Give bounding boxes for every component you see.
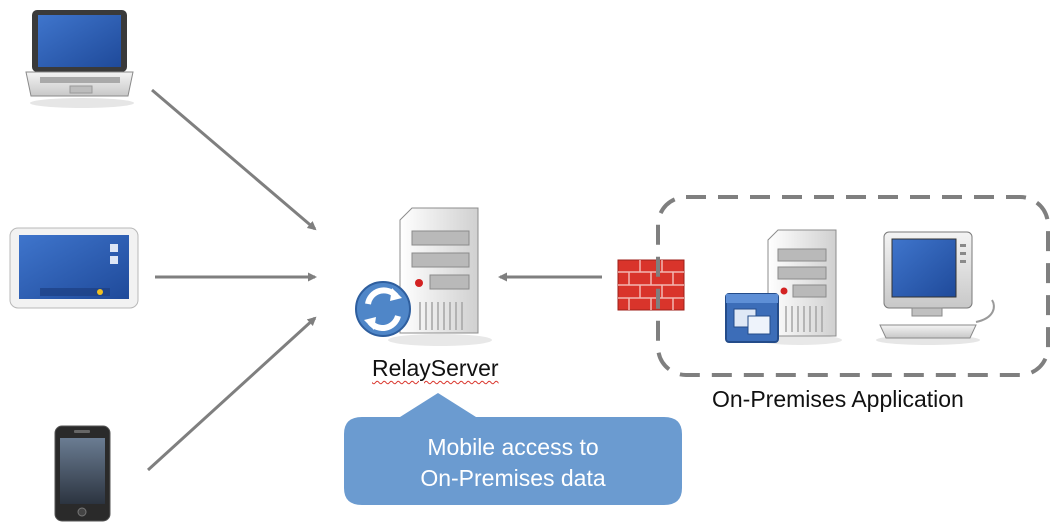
- callout-bubble: [344, 393, 682, 505]
- relay-server-label: RelayServer: [372, 355, 499, 381]
- laptop-to-relay-arrow: [151, 88, 317, 231]
- desktop-computer-icon: [876, 231, 995, 345]
- laptop-icon: [25, 10, 134, 108]
- on-premises-label: On-Premises Application: [712, 386, 964, 412]
- app-window-icon: [725, 293, 779, 343]
- phone-to-relay-arrow: [146, 316, 317, 472]
- smartphone-icon: [54, 425, 111, 522]
- tablet-icon: [9, 227, 139, 309]
- on-premises-boundary: [656, 195, 1050, 377]
- callout-line-2: On-Premises data: [420, 465, 606, 491]
- sync-icon: [355, 281, 411, 337]
- relay-server-icon: [388, 207, 492, 346]
- firewall-icon: [617, 259, 685, 311]
- callout-line-1: Mobile access to: [427, 434, 599, 460]
- callout-text: Mobile access to On-Premises data: [344, 432, 682, 494]
